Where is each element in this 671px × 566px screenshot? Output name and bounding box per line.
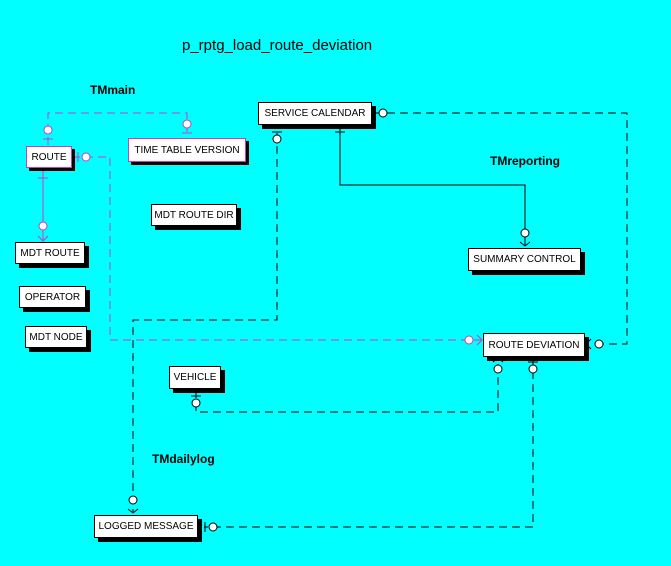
entity-mdt-route-dir[interactable]: MDT ROUTE DIR <box>151 204 237 226</box>
subject-area-main-label: TMmain <box>90 83 136 97</box>
entity-time-table-version[interactable]: TIME TABLE VERSION <box>128 138 246 162</box>
entity-vehicle[interactable]: VEHICLE <box>169 366 221 389</box>
diagram-title: p_rptg_load_route_deviation <box>182 37 373 54</box>
entity-mdt-route[interactable]: MDT ROUTE <box>15 242 85 264</box>
entity-route[interactable]: ROUTE <box>26 146 72 168</box>
route-mdtroute-relationship <box>37 167 49 242</box>
subject-area-reporting-label: TMreporting <box>490 154 560 168</box>
entity-logged-message[interactable]: LOGGED MESSAGE <box>94 515 198 538</box>
vehicle-routedeviation-relationship <box>191 357 504 413</box>
entity-route-deviation[interactable]: ROUTE DEVIATION <box>483 333 585 357</box>
entity-operator[interactable]: OPERATOR <box>19 286 86 308</box>
route-routedeviation-relationship <box>72 152 483 346</box>
entity-summary-control[interactable]: SUMMARY CONTROL <box>468 248 581 271</box>
servicecalendar-loggedmessage-relationship <box>127 131 282 514</box>
routedeviation-loggedmessage-relationship <box>204 358 538 532</box>
entity-mdt-node[interactable]: MDT NODE <box>25 326 87 348</box>
servicecalendar-summarycontrol-relationship <box>335 125 531 247</box>
entity-service-calendar[interactable]: SERVICE CALENDAR <box>258 102 372 125</box>
subject-area-dailylog-label: TMdailylog <box>152 452 215 466</box>
servicecalendar-routedeviation-relationship <box>374 108 628 350</box>
route-tabletable-relationship <box>43 112 192 145</box>
